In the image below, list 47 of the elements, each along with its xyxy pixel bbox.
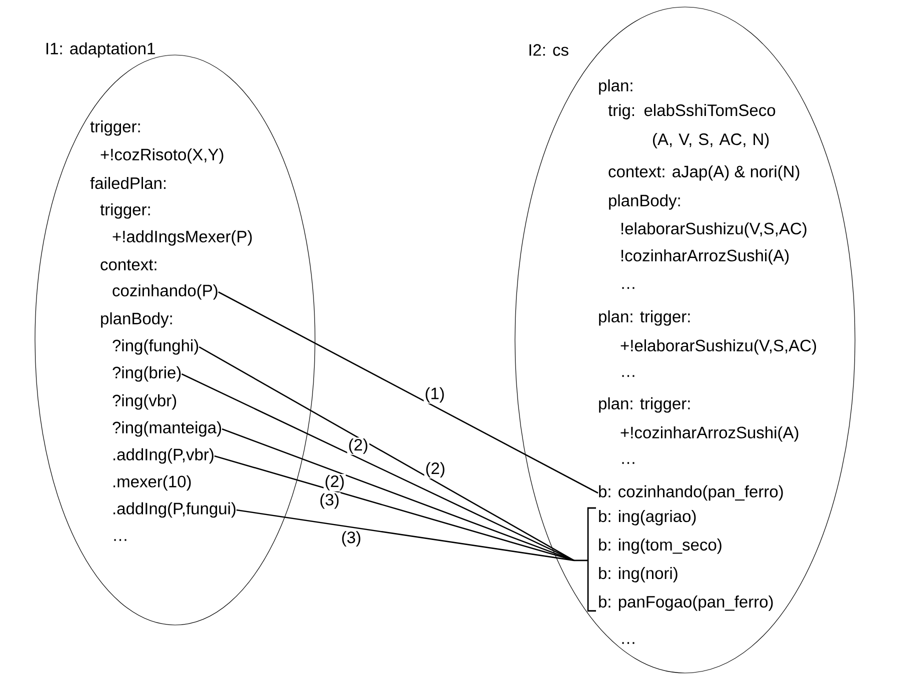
code-line: !cozinharArrozSushi(A) (622, 249, 789, 265)
connector-line (236, 509, 574, 562)
connector-line (214, 455, 574, 562)
code-line: plan: trigger: (599, 310, 690, 326)
instance-ellipse (514, 6, 856, 674)
code-line: .mexer(10) (114, 475, 191, 491)
edge-label: (1) (426, 387, 444, 403)
code-line: +!cozRisoto(X,Y) (100, 148, 224, 164)
code-line: ?ing(funghi) (112, 339, 198, 355)
code-line: … (622, 642, 634, 644)
code-line: … (622, 462, 634, 464)
code-line: … (622, 287, 634, 289)
edge-label: (2) (426, 462, 444, 478)
code-line: cozinhando(P) (112, 284, 218, 300)
edge-label: (3) (320, 493, 339, 509)
instance-title: I2: cs (530, 44, 568, 56)
bracket-group: b: ing(agriao) b: ing(tom_seco) b: ing(nori) b: panFogao(pan_ferro) (574, 507, 773, 612)
code-line: context: (100, 260, 156, 270)
code-line: ?ing(brie) (112, 366, 181, 382)
code-line: trigger: (90, 120, 140, 136)
code-line: context: aJap(A) & nori(N) (608, 165, 800, 181)
code-line: !elaborarSushizu(V,S,AC) (622, 222, 806, 238)
code-line: ?ing(manteiga) (112, 421, 222, 437)
code-line: +!elaborarSushizu(V,S,AC) (620, 339, 816, 355)
code-line: planBody: (609, 194, 680, 210)
code-line: +!cozinharArrozSushi(A) (620, 426, 798, 442)
code-line: b: cozinhando(pan_ferro) (599, 485, 783, 501)
code-line: .addIng(P,fungui) (114, 502, 236, 518)
code-line: … (622, 375, 634, 377)
instance-title: I1: adaptation1 (46, 42, 155, 58)
code-line: planBody: (101, 312, 172, 328)
code-line: ?ing(vbr) (112, 394, 176, 410)
connector-line (198, 346, 574, 561)
code-line: trig: elabSshiTomSeco (A, V, S, AC, N) (608, 104, 776, 148)
code-line: failedPlan: (90, 176, 166, 190)
edge-label: (3) (342, 531, 360, 547)
connector-line (222, 428, 574, 562)
connector-line (181, 373, 574, 562)
code-line: plan: trigger: (599, 397, 690, 413)
edge-label: (2) (326, 475, 344, 490)
code-line: … (114, 539, 126, 541)
code-line: +!addIngsMexer(P) (112, 230, 252, 246)
edge-label: (2) (349, 438, 368, 454)
code-line: .addIng(P,vbr) (114, 448, 214, 464)
code-line: trigger: (100, 203, 150, 219)
connector-line (218, 291, 598, 494)
code-line: plan: (599, 79, 632, 95)
